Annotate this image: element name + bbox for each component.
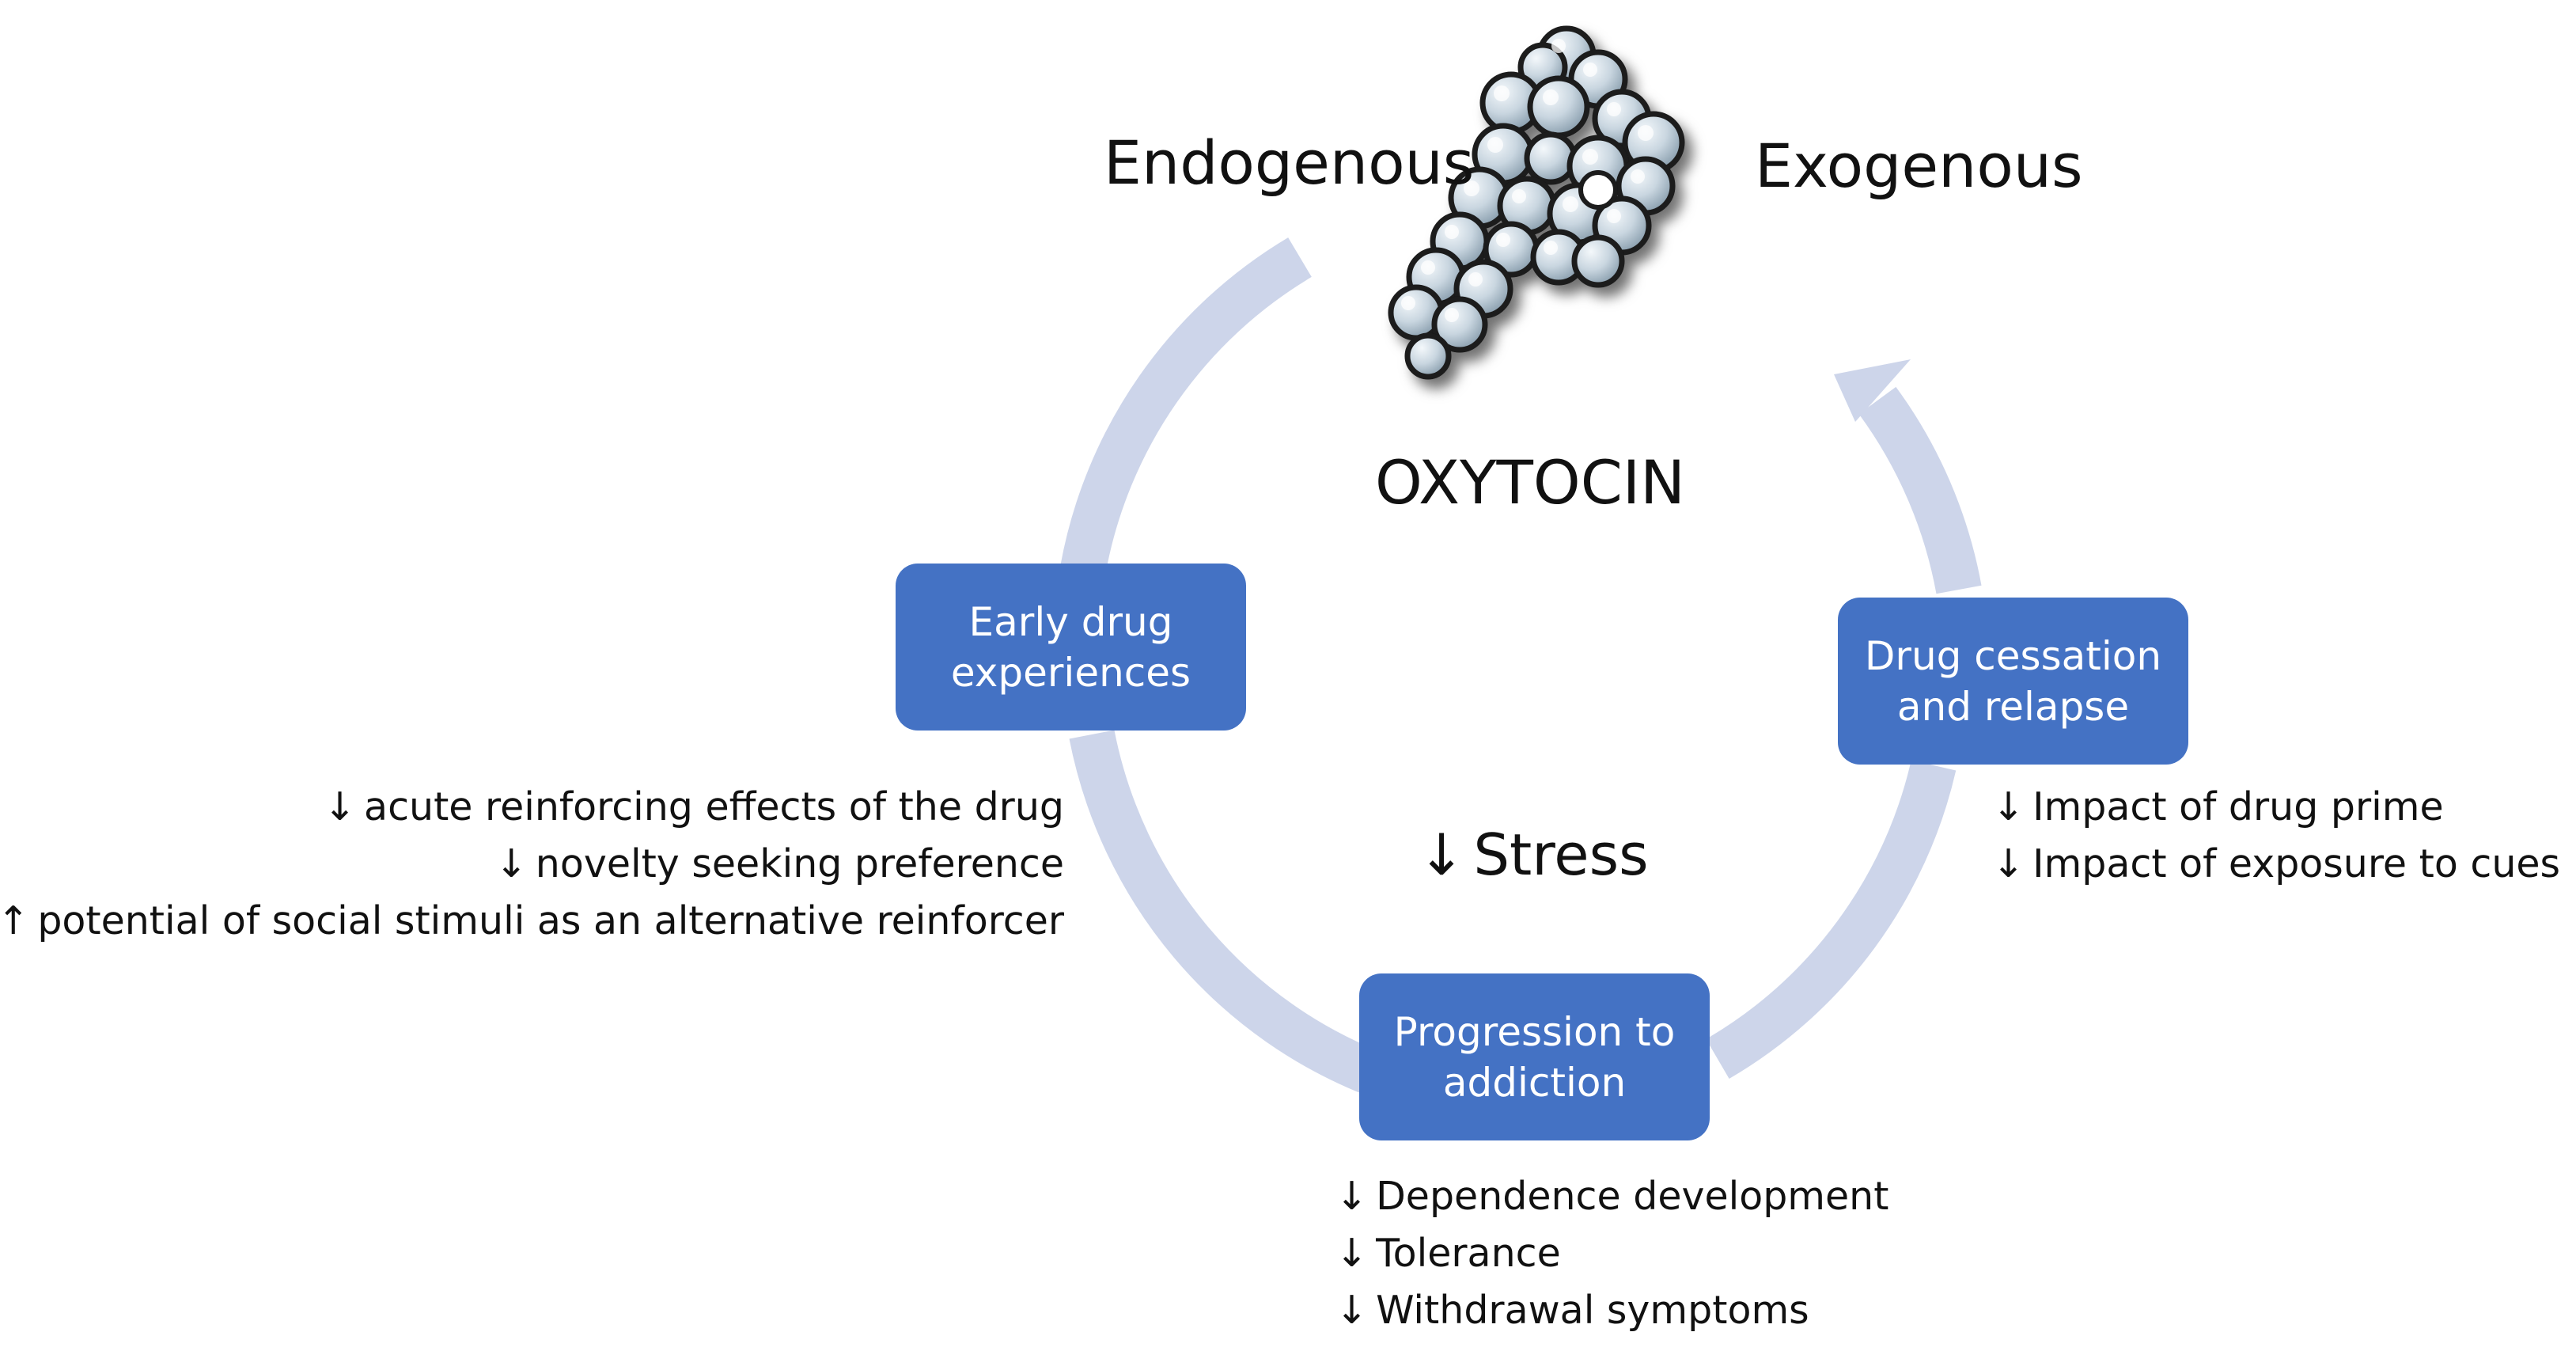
stress-effect: ↓Stress [1418,826,1649,883]
effect-text: Impact of exposure to cues [2032,841,2561,886]
ring-arc-bottom-left [1069,730,1389,1099]
down-arrow-icon: ↓ [1335,1231,1369,1276]
down-arrow-icon: ↓ [1335,1288,1369,1333]
oxytocin-molecule-icon [1388,25,1685,380]
effect-text: Tolerance [1376,1231,1561,1276]
stress-label: Stress [1473,822,1649,888]
progression-effects-list: ↓Dependence development ↓Tolerance ↓With… [1335,1168,1888,1339]
down-arrow-icon: ↓ [1335,1174,1369,1219]
up-arrow-icon: ↑ [0,898,30,943]
effect-item: ↓novelty seeking preference [0,836,1064,893]
effect-text: potential of social stimuli as an altern… [37,898,1064,943]
down-arrow-icon: ↓ [323,784,357,829]
endogenous-label: Endogenous [1104,127,1475,198]
early-effects-list: ↓acute reinforcing effects of the drug ↓… [0,779,1064,950]
down-arrow-icon: ↓ [1418,822,1466,888]
exogenous-label: Exogenous [1755,131,2083,201]
cessation-effects-list: ↓Impact of drug prime ↓Impact of exposur… [1992,779,2560,893]
effect-text: novelty seeking preference [535,841,1064,886]
oxytocin-title: OXYTOCIN [1375,447,1686,518]
effect-text: acute reinforcing effects of the drug [364,784,1064,829]
effect-item: ↓Tolerance [1335,1225,1888,1282]
effect-item: ↓Dependence development [1335,1168,1888,1225]
stage-box-early-drug-experiences: Early drug experiences [896,564,1246,731]
stage-label-line: Early drug [968,598,1173,645]
down-arrow-icon: ↓ [1992,784,2025,829]
stage-box-progression-to-addiction: Progression to addiction [1359,973,1710,1140]
ring-arrowhead [1834,359,1911,422]
down-arrow-icon: ↓ [494,841,528,886]
down-arrow-icon: ↓ [1992,841,2025,886]
effect-item: ↓Withdrawal symptoms [1335,1282,1888,1339]
stage-label-line: experiences [950,649,1191,696]
ring-arc-right [1858,386,1982,594]
effect-item: ↓acute reinforcing effects of the drug [0,779,1064,836]
stage-label-line: and relapse [1896,683,2130,730]
ring-arc-bottom-right [1706,760,1957,1080]
effect-item: ↑potential of social stimuli as an alter… [0,893,1064,950]
stage-label-line: Drug cessation [1864,632,2162,679]
stage-box-drug-cessation-and-relapse: Drug cessation and relapse [1838,598,2188,765]
ring-arc-left [1060,237,1312,574]
effect-item: ↓Impact of exposure to cues [1992,836,2560,893]
effect-text: Dependence development [1376,1174,1889,1219]
stage-label-line: addiction [1442,1059,1627,1106]
effect-item: ↓Impact of drug prime [1992,779,2560,836]
effect-text: Impact of drug prime [2032,784,2444,829]
effect-text: Withdrawal symptoms [1376,1288,1809,1333]
stage-label-line: Progression to [1393,1008,1676,1055]
